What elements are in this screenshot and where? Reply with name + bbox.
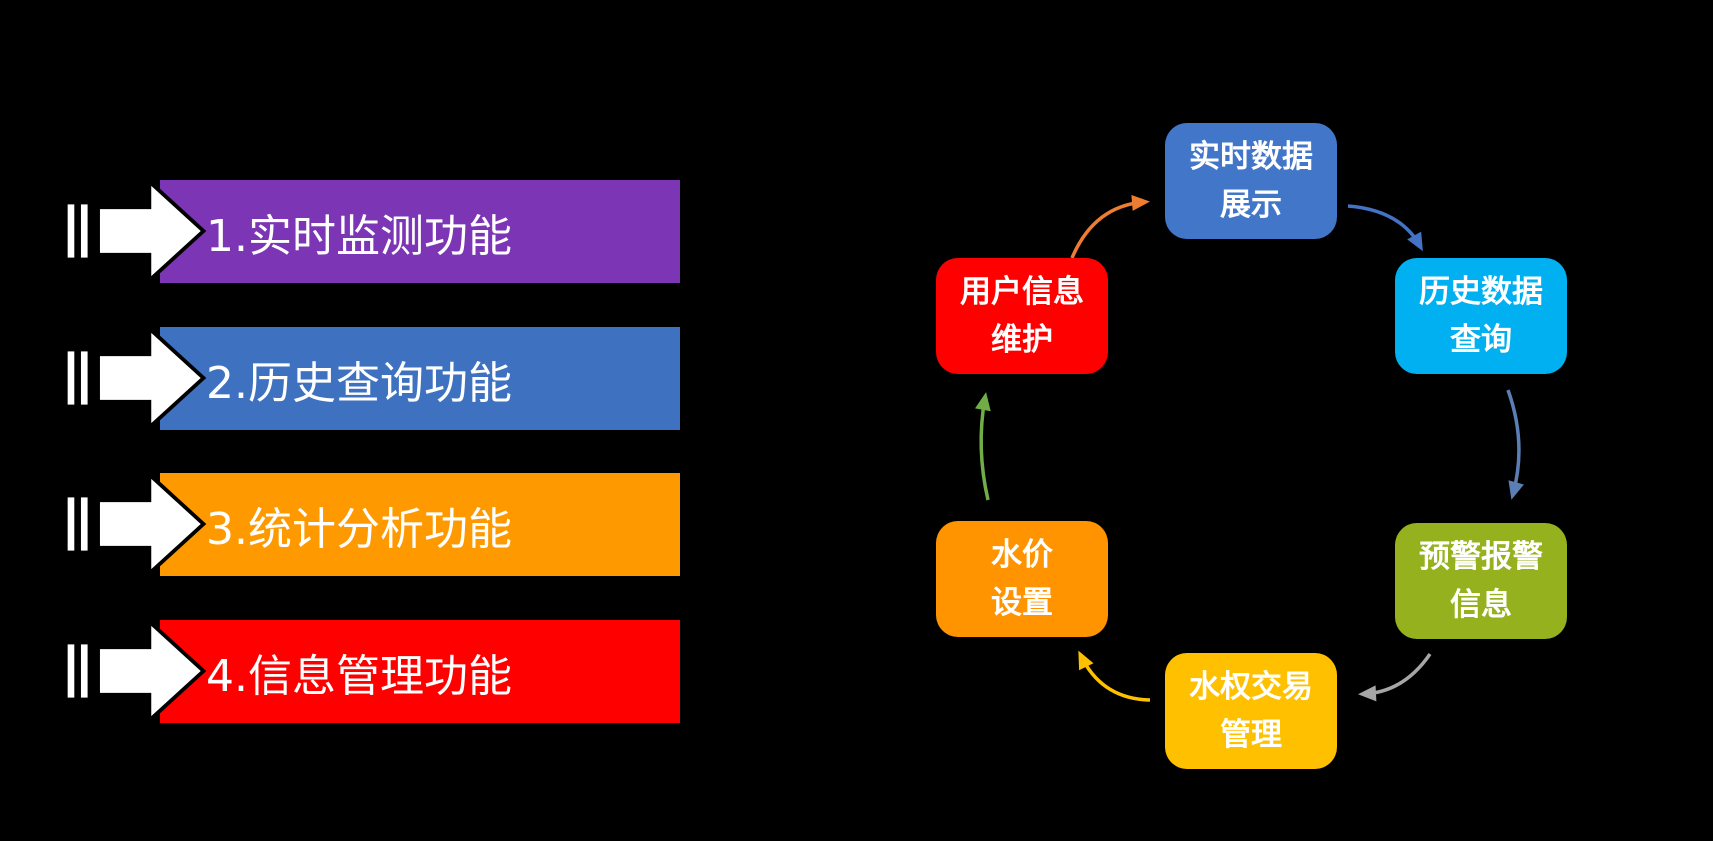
node-label-line2: 展示 xyxy=(1220,187,1282,223)
node-label-line1: 实时数据 xyxy=(1189,138,1313,175)
node-label-line1: 历史数据 xyxy=(1419,273,1543,310)
cycle-node-water-price-setting: 水价 设置 xyxy=(936,521,1108,637)
arrow-history-to-warning xyxy=(1506,389,1524,500)
banner-statistic-analysis: 3.统计分析功能 xyxy=(160,473,680,576)
node-label-line2: 信息 xyxy=(1450,587,1512,623)
arrow-userinfo-to-realtime xyxy=(1070,194,1150,259)
node-label-line2: 查询 xyxy=(1450,322,1512,358)
right-block-arrow-icon xyxy=(67,177,207,285)
banner-label: 4.信息管理功能 xyxy=(206,650,512,702)
node-label-line1: 预警报警 xyxy=(1419,538,1543,575)
right-block-arrow-icon xyxy=(67,324,207,432)
arrow-warning-to-waterrights xyxy=(1358,653,1432,702)
node-label-line1: 水权交易 xyxy=(1189,668,1313,705)
node-label-line2: 维护 xyxy=(991,322,1053,358)
banner-history-query: 2.历史查询功能 xyxy=(160,327,680,430)
node-label-line2: 设置 xyxy=(991,585,1053,621)
banner-label: 1.实时监测功能 xyxy=(206,210,512,262)
banner-info-management: 4.信息管理功能 xyxy=(160,620,680,723)
cycle-node-history-data-query: 历史数据 查询 xyxy=(1395,258,1567,374)
cycle-node-water-rights-trade: 水权交易 管理 xyxy=(1165,653,1337,769)
node-label-line1: 水价 xyxy=(991,536,1053,573)
cycle-node-warning-alarm-info: 预警报警 信息 xyxy=(1395,523,1567,639)
node-label-line1: 用户信息 xyxy=(960,273,1084,310)
cycle-node-user-info-maintenance: 用户信息 维护 xyxy=(936,258,1108,374)
banner-label: 3.统计分析功能 xyxy=(206,503,512,555)
arrow-waterrights-to-waterprice xyxy=(1078,650,1151,702)
banner-realtime-monitoring: 1.实时监测功能 xyxy=(160,180,680,283)
right-block-arrow-icon xyxy=(67,470,207,578)
arrow-realtime-to-history xyxy=(1347,204,1423,252)
right-block-arrow-icon xyxy=(67,617,207,725)
arrow-waterprice-to-userinfo xyxy=(975,392,991,501)
cycle-node-realtime-data-display: 实时数据 展示 xyxy=(1165,123,1337,239)
banner-label: 2.历史查询功能 xyxy=(206,357,512,409)
node-label-line2: 管理 xyxy=(1220,717,1282,753)
